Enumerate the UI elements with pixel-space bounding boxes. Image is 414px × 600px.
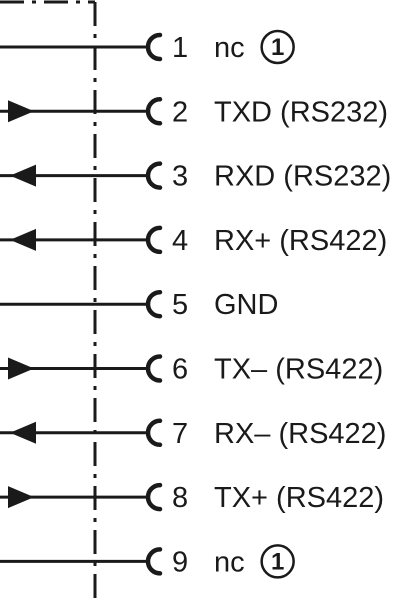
arrow-left-icon [10, 228, 36, 251]
arrow-right-icon [8, 100, 34, 123]
pin-row-3: 3 RXD (RS232) [0, 161, 391, 193]
pin-label: GND [214, 289, 278, 321]
pin-row-1: 1 nc 1 [0, 29, 295, 65]
footnote-circle-icon [260, 544, 295, 579]
footnote-marker: 1 [260, 29, 295, 65]
pin-number: 7 [172, 418, 188, 450]
pin-number: 8 [172, 482, 188, 514]
pin-number: 5 [172, 289, 188, 321]
pin-label: TX+ (RS422) [214, 482, 384, 514]
connector-boundary [0, 0, 97, 600]
footnote-number: 1 [271, 34, 284, 61]
socket-contact-icon [145, 32, 163, 62]
pin-label: RX– (RS422) [214, 418, 386, 450]
pin-row-7: 7 RX– (RS422) [0, 418, 386, 450]
pin-rows: 1 nc 1 2 TXD (RS232) 3 RXD (RS232) 4 RX+ (RS422)… [0, 29, 391, 579]
socket-contact-icon [145, 97, 163, 126]
pin-number: 4 [172, 225, 188, 257]
pin-label: RXD (RS232) [214, 161, 391, 193]
pin-number: 2 [172, 96, 188, 128]
pin-label: nc [214, 32, 245, 64]
socket-contact-icon [145, 225, 163, 255]
socket-contact-icon [145, 547, 163, 576]
pin-number: 9 [172, 546, 188, 578]
pin-number: 3 [172, 161, 188, 193]
socket-contact-icon [145, 418, 163, 448]
pin-label: RX+ (RS422) [214, 225, 387, 257]
arrow-right-icon [8, 486, 34, 509]
footnote-marker: 1 [260, 544, 295, 579]
pin-label: TXD (RS232) [214, 96, 388, 128]
pin-row-4: 4 RX+ (RS422) [0, 225, 387, 257]
footnote-circle-icon [260, 29, 295, 65]
arrow-left-icon [10, 164, 36, 187]
pin-row-5: 5 GND [0, 289, 278, 321]
socket-contact-icon [145, 354, 163, 383]
pin-row-9: 9 nc 1 [0, 544, 295, 579]
pin-number: 1 [172, 32, 188, 64]
pin-row-8: 8 TX+ (RS422) [0, 482, 384, 514]
footnote-number: 1 [271, 548, 284, 575]
pin-label: nc [214, 546, 245, 578]
socket-contact-icon [145, 482, 163, 512]
pin-row-2: 2 TXD (RS232) [0, 96, 388, 128]
pin-row-6: 6 TX– (RS422) [0, 354, 383, 386]
socket-contact-icon [145, 161, 163, 190]
pin-label: TX– (RS422) [214, 354, 383, 386]
arrow-left-icon [10, 421, 36, 444]
arrow-right-icon [8, 357, 34, 380]
pin-number: 6 [172, 354, 188, 386]
socket-contact-icon [145, 289, 163, 319]
